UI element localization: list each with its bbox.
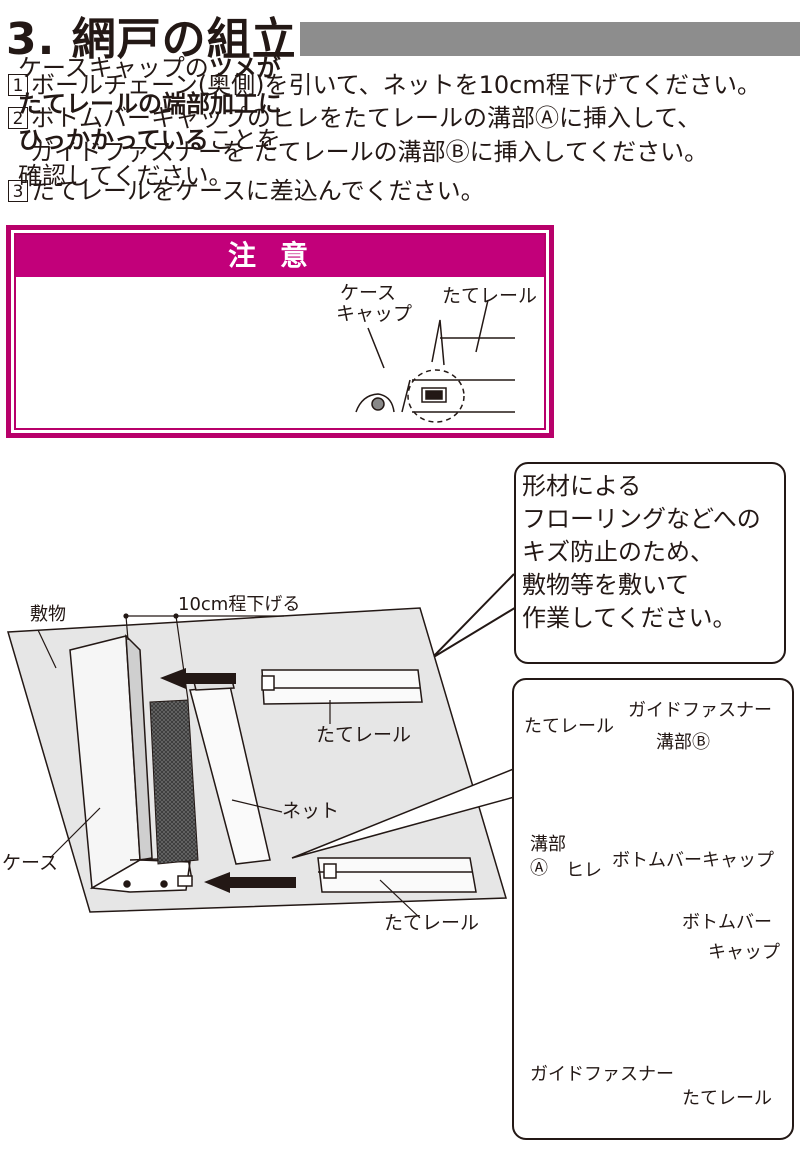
detail-cap-label-2: キャップ [708, 942, 780, 963]
step-text: たてレールをケースに差込んでください。 [31, 177, 485, 205]
bubble-line: 作業してください。 [522, 604, 737, 632]
detail-guide-label-2: ガイドファスナー [530, 1064, 674, 1085]
caution-box: 注意 [6, 225, 554, 438]
caution-line: 確認してください。 [18, 162, 233, 190]
warning-bubble-text: 形材による フローリングなどへの キズ防止のため、 敷物等を敷いて 作業してくだ… [522, 470, 761, 635]
step-number: 3 [8, 180, 28, 202]
caution-emphasis: ひっかかっている [18, 126, 209, 154]
step-text: ガイドファスナーを たてレールの溝部Ⓑに挿入してください。 [30, 138, 709, 166]
step-number: 1 [8, 74, 28, 96]
bubble-line: フローリングなどへの [522, 505, 761, 533]
detail-cap-label: ボトムバーキャップ [612, 850, 774, 871]
detail-panel [512, 678, 794, 1140]
bubble-line: 形材による [522, 472, 642, 500]
detail-rail-label-2: たてレール [682, 1088, 772, 1109]
case-drawing [69, 634, 193, 893]
caution-drawing [355, 299, 515, 423]
case-cap-label-1: ケース [340, 282, 397, 304]
detail-groove-b-label: 溝部Ⓑ [656, 732, 710, 753]
rail-top-label: たてレール [316, 724, 412, 746]
step-number: 2 [8, 107, 28, 129]
arrow-icon [160, 668, 296, 893]
lower-10cm-label: 10cm程下げる [178, 594, 301, 615]
caution-line: ことを [208, 126, 281, 154]
caution-emphasis: ツメが [208, 54, 281, 82]
leader-lines [37, 629, 421, 919]
caution-heading: 注意 [16, 235, 544, 277]
caution-frame: 注意 [14, 233, 546, 430]
caution-text: ケースキャップのツメが たてレールの端部加工に ひっかかっていることを 確認して… [18, 50, 282, 194]
caution-emphasis: たてレールの端部加工に [18, 90, 282, 118]
step-2-cont: ガイドファスナーを たてレールの溝部Ⓑに挿入してください。 [30, 137, 708, 167]
net-drawing [149, 699, 199, 865]
rail-bottom-label: たてレール [384, 912, 480, 934]
warning-bubble [514, 462, 786, 664]
detail-groove-a-label: 溝部 [530, 834, 566, 855]
detail-fin-label: ヒレ [566, 860, 602, 881]
mat-label: 敷物 [30, 604, 66, 625]
case-cap-label-2: キャップ [336, 303, 413, 325]
step-text: ボールチェーン(奥側)を引いて、ネットを10cm程下げてください。 [31, 71, 761, 99]
bubble-line: キズ防止のため、 [522, 538, 714, 566]
page-title: 3. 網戸の組立 [6, 14, 297, 65]
title-bar [300, 22, 800, 56]
step-text: ボトムバーキャップのヒレをたてレールの溝部Ⓐに挿入して、 [31, 104, 702, 132]
caution-rail-label: たてレール [442, 285, 538, 307]
case-label: ケース [2, 852, 59, 874]
detail-guide-label: ガイドファスナー [628, 700, 772, 721]
net-label: ネット [282, 800, 340, 822]
caution-line: ケースキャップの [18, 54, 209, 82]
rail-top-drawing [261, 669, 423, 705]
detail-groove-a-mark: Ⓐ [530, 858, 548, 879]
bubble-line: 敷物等を敷いて [522, 571, 690, 599]
detail-bottom-bar-label: ボトムバー [682, 912, 772, 933]
rail-bottom-drawing [317, 857, 477, 893]
detail-rail-label: たてレール [524, 716, 614, 737]
